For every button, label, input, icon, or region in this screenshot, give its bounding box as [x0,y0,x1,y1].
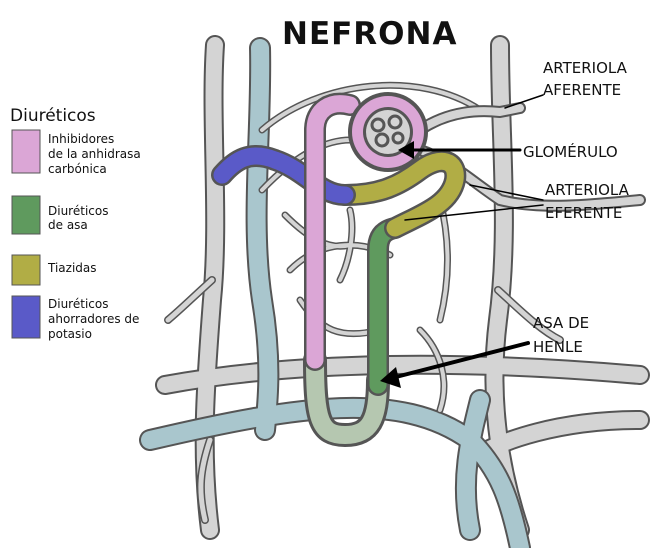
legend-swatch-blue [11,295,41,339]
legend-item-3-line-1: Tiazidas [47,261,97,275]
diagram-title: NEFRONA [282,16,457,52]
legend-item-2-line-2: de asa [48,218,88,232]
label-arteriola-aferente-1: ARTERIOLA [543,59,628,77]
legend-swatch-green [11,195,41,235]
legend-swatch-yellow [11,254,41,286]
legend-item-2-line-1: Diuréticos [48,204,108,218]
legend-item-1-line-2: de la anhidrasa [48,147,141,161]
legend: Diuréticos Inhibidores de la anhidrasa c… [10,106,141,341]
label-asa-de-henle-1: ASA DE [533,314,589,332]
proximal-tubule [304,92,361,371]
label-asa-de-henle-2: HENLE [533,338,583,356]
label-glomerulo: GLOMÉRULO [523,142,618,161]
legend-item-4-line-2: ahorradores de [48,312,139,326]
blue-vessels [139,37,531,548]
label-arteriola-eferente-1: ARTERIOLA [545,181,630,199]
gray-vessels [155,35,650,540]
glomerulus [348,92,428,172]
label-arteriola-eferente-2: EFERENTE [545,204,622,222]
loop-of-henle [303,348,390,448]
legend-item-1-line-3: carbónica [48,162,107,176]
label-arteriola-aferente-2: AFERENTE [543,81,621,99]
legend-item-4-line-3: potasio [48,327,92,341]
legend-heading: Diuréticos [10,106,96,126]
pointer-arrows [380,94,544,388]
distal-tubule [334,150,467,239]
legend-item-4-line-1: Diuréticos [48,297,108,311]
collecting-duct [211,145,356,206]
legend-item-1-line-1: Inhibidores [48,132,114,146]
legend-swatch-pink [11,129,41,174]
